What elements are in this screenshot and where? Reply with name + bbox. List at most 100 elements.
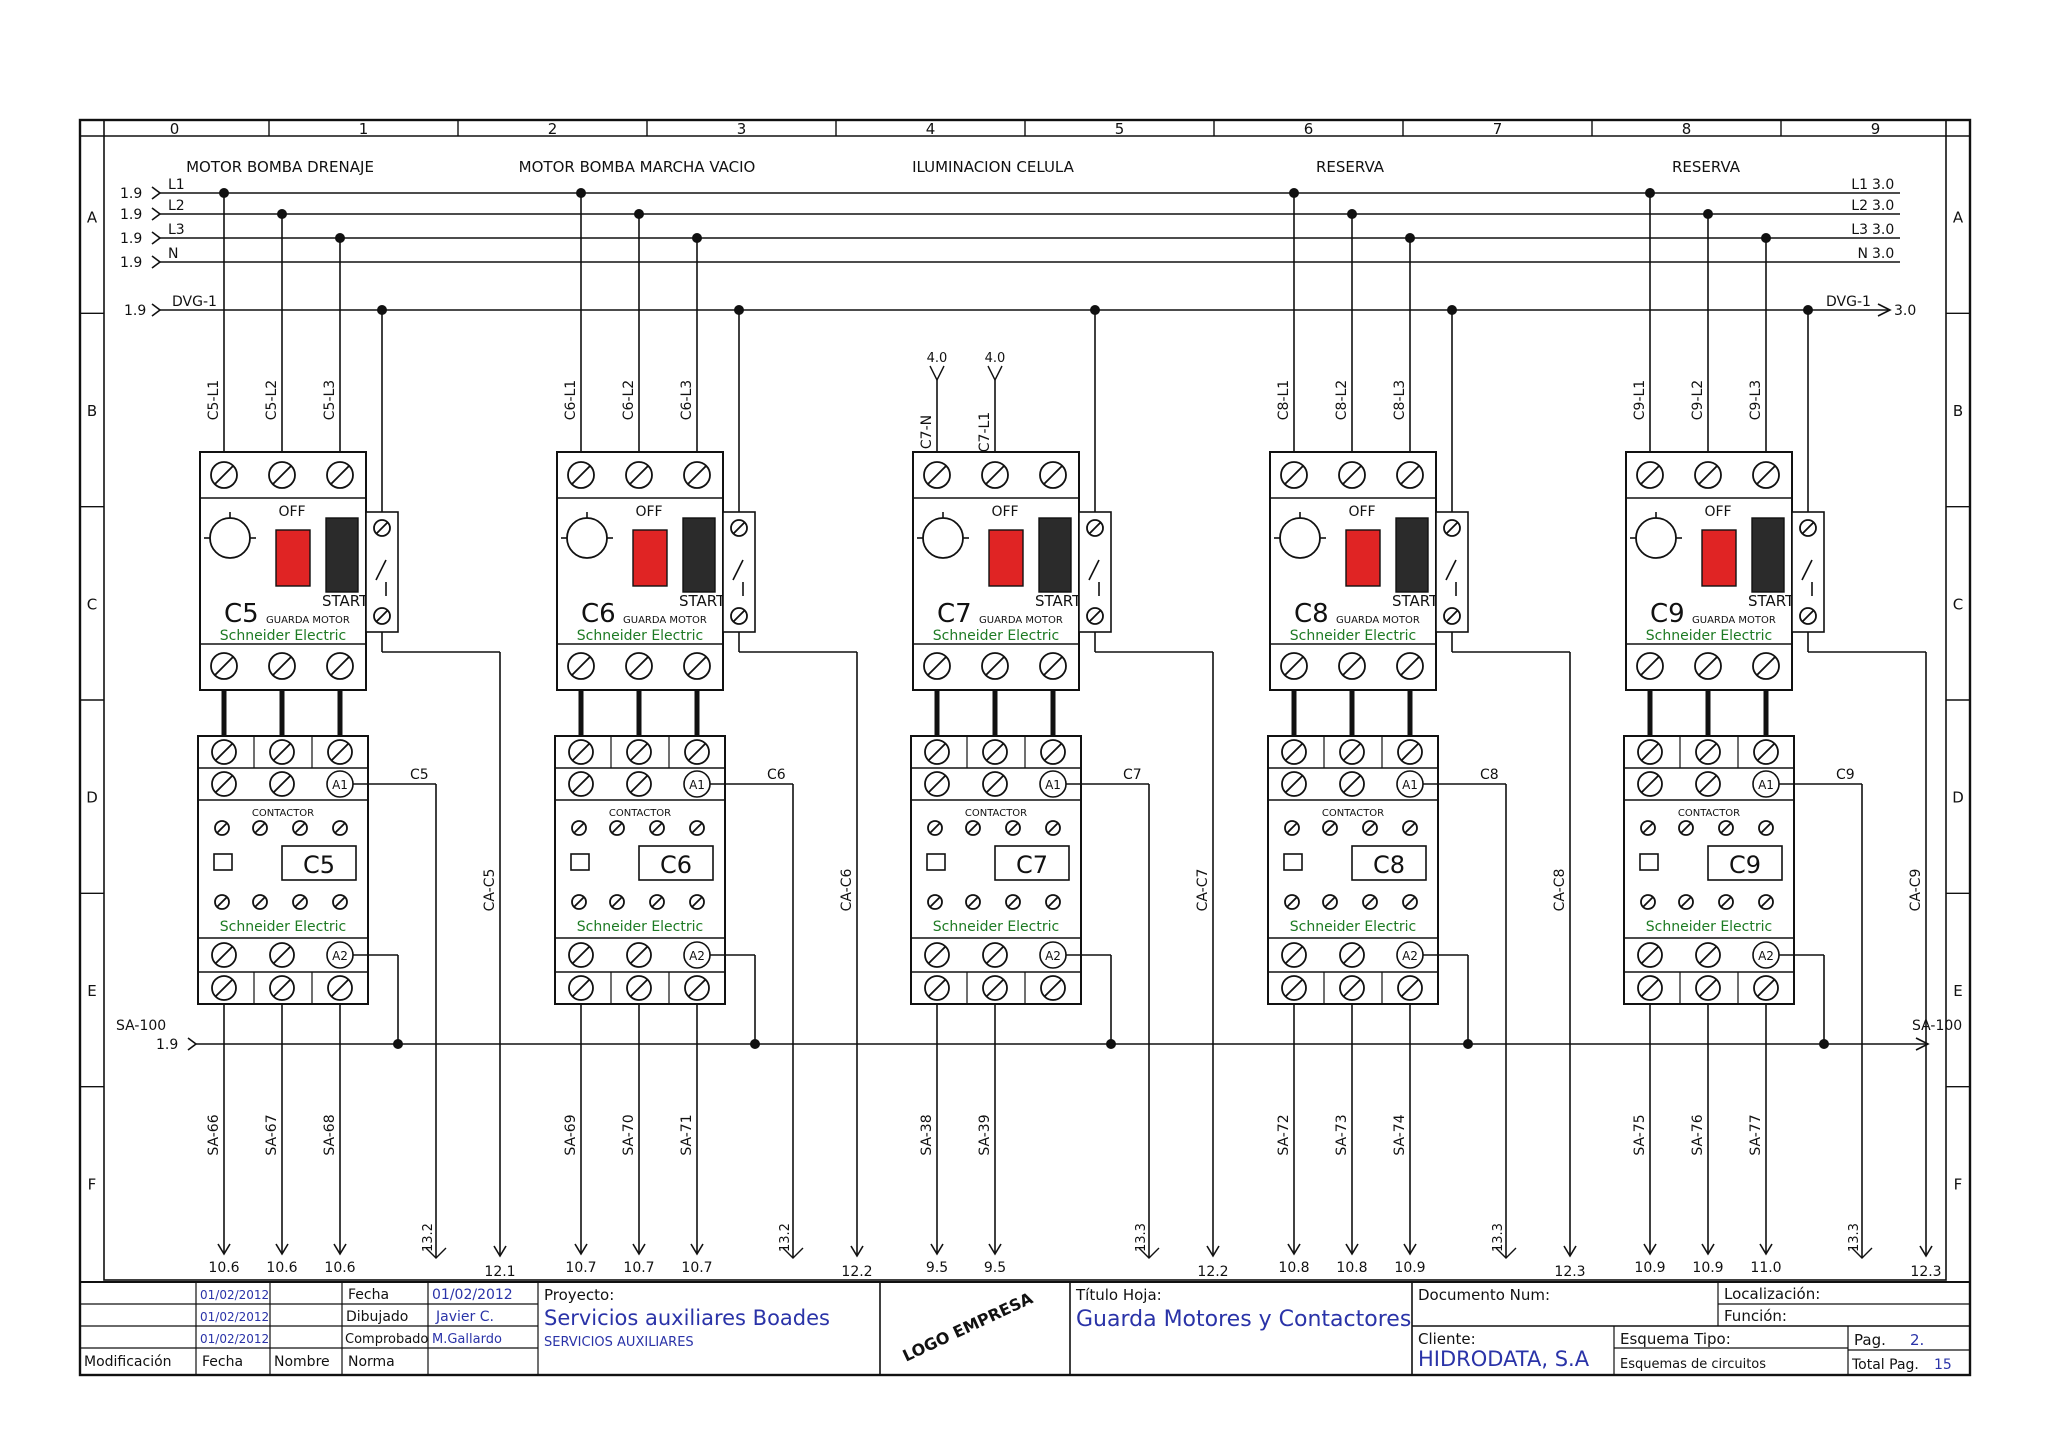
supply-v	[936, 365, 945, 381]
bus-label-right: L1	[1851, 177, 1868, 193]
terminal-screw	[1758, 894, 1774, 910]
titulo-label: Título Hoja:	[1075, 1286, 1162, 1304]
terminal-screw	[373, 519, 391, 537]
junction-dot	[1347, 209, 1357, 219]
column-number: 6	[1304, 120, 1314, 138]
screw-slot	[330, 656, 350, 676]
junction-dot	[1106, 1039, 1116, 1049]
documento-label: Documento Num:	[1418, 1286, 1550, 1304]
screw-slot	[1400, 742, 1420, 762]
row-letter-left: C	[87, 595, 97, 613]
wire-label: C8-L1	[1276, 380, 1292, 420]
ca-label: CA-C8	[1552, 869, 1568, 912]
output-ref: 10.6	[266, 1260, 297, 1276]
circuit-title: MOTOR BOMBA DRENAJE	[186, 158, 374, 176]
bus-chevron	[151, 231, 162, 245]
aux-switch	[732, 559, 744, 581]
a1-label: A1	[1045, 778, 1061, 792]
screw-slot	[1007, 822, 1019, 834]
wire-label: C8-L2	[1334, 380, 1350, 420]
ca-ref: 12.2	[1197, 1264, 1228, 1280]
output-ref: 10.9	[1634, 1260, 1665, 1276]
junction-dot	[692, 233, 702, 243]
bus-label-right: L2	[1851, 198, 1868, 214]
guard-label: GUARDA MOTOR	[1692, 615, 1776, 626]
screw-slot	[1364, 822, 1376, 834]
off-button	[1701, 529, 1737, 587]
funcion-label: Función:	[1724, 1307, 1787, 1325]
coil-id: C7	[1016, 851, 1048, 879]
terminal-screw	[1339, 942, 1365, 968]
screw-slot	[1445, 609, 1459, 623]
terminal-screw	[626, 739, 652, 765]
fecha-col-label: Fecha	[202, 1354, 243, 1370]
start-button	[1751, 517, 1785, 593]
terminal-screw	[568, 942, 594, 968]
a2-label: A2	[1758, 949, 1774, 963]
ca-ref: 12.1	[484, 1264, 515, 1280]
terminal-screw	[373, 607, 391, 625]
terminal-screw	[1640, 894, 1656, 910]
screw-slot	[967, 822, 979, 834]
terminal-screw	[1338, 652, 1366, 680]
screw-slot	[1043, 742, 1063, 762]
terminal-screw	[269, 771, 295, 797]
output-ref: 10.9	[1394, 1260, 1425, 1276]
terminal-screw	[332, 820, 348, 836]
arrow-down	[850, 1245, 864, 1258]
junction-dot	[1819, 1039, 1829, 1049]
terminal-screw	[1362, 820, 1378, 836]
terminal-screw	[689, 820, 705, 836]
screw-slot	[1342, 742, 1362, 762]
dvg-ref-left: 1.9	[124, 303, 146, 319]
company-logo: LOGO EMPRESA	[900, 1288, 1037, 1365]
screw-slot	[1088, 609, 1102, 623]
screw-slot	[1698, 945, 1718, 965]
circuit-C7: ILUMINACION CELULA4.0C7-N4.0C7-L1OFFSTAR…	[910, 158, 1229, 1280]
terminal-screw	[683, 461, 711, 489]
terminal-screw	[981, 461, 1009, 489]
terminal-screw	[924, 975, 950, 1001]
row-letter-left: F	[88, 1175, 97, 1193]
terminal-screw	[982, 975, 1008, 1001]
terminal-screw	[1718, 894, 1734, 910]
terminal-screw	[1636, 652, 1664, 680]
screw-slot	[1720, 822, 1732, 834]
terminal-screw	[1040, 739, 1066, 765]
bus-label-left: L2	[168, 198, 185, 214]
screw-slot	[1043, 656, 1063, 676]
screw-slot	[272, 656, 292, 676]
circuit-title: MOTOR BOMBA MARCHA VACIO	[519, 158, 756, 176]
guard-id: C6	[581, 599, 616, 629]
row-letter-right: B	[1953, 402, 1963, 420]
terminal-screw	[1005, 820, 1021, 836]
arrow-down	[1206, 1245, 1220, 1258]
esquema-value: Esquemas de circuitos	[1620, 1357, 1766, 1372]
screw-slot	[214, 465, 234, 485]
coil-id: C5	[303, 851, 335, 879]
screw-slot	[732, 521, 746, 535]
dvg-ref-right: 3.0	[1894, 303, 1916, 319]
coil-wire-label: C9	[1836, 767, 1855, 783]
output-ref: 10.6	[324, 1260, 355, 1276]
screw-slot	[927, 774, 947, 794]
off-label: OFF	[991, 504, 1018, 520]
terminal-screw	[1637, 975, 1663, 1001]
terminal-screw	[924, 771, 950, 797]
wire-label: C8-L3	[1392, 380, 1408, 420]
screw-slot	[1760, 822, 1772, 834]
aux-switch	[1088, 559, 1100, 581]
terminal-screw	[626, 975, 652, 1001]
wire-label: C5-L1	[206, 380, 222, 420]
proyecto-label: Proyecto:	[544, 1286, 614, 1304]
terminal-screw	[1280, 652, 1308, 680]
a2-label: A2	[332, 949, 348, 963]
screw-slot	[571, 656, 591, 676]
guard-label: GUARDA MOTOR	[1336, 615, 1420, 626]
bus-chevron	[151, 186, 162, 200]
aux-ref: 13.3	[1134, 1223, 1149, 1252]
output-label: SA-70	[621, 1114, 637, 1155]
aux-ref-arrow	[782, 1247, 804, 1259]
output-label: SA-76	[1690, 1114, 1706, 1155]
